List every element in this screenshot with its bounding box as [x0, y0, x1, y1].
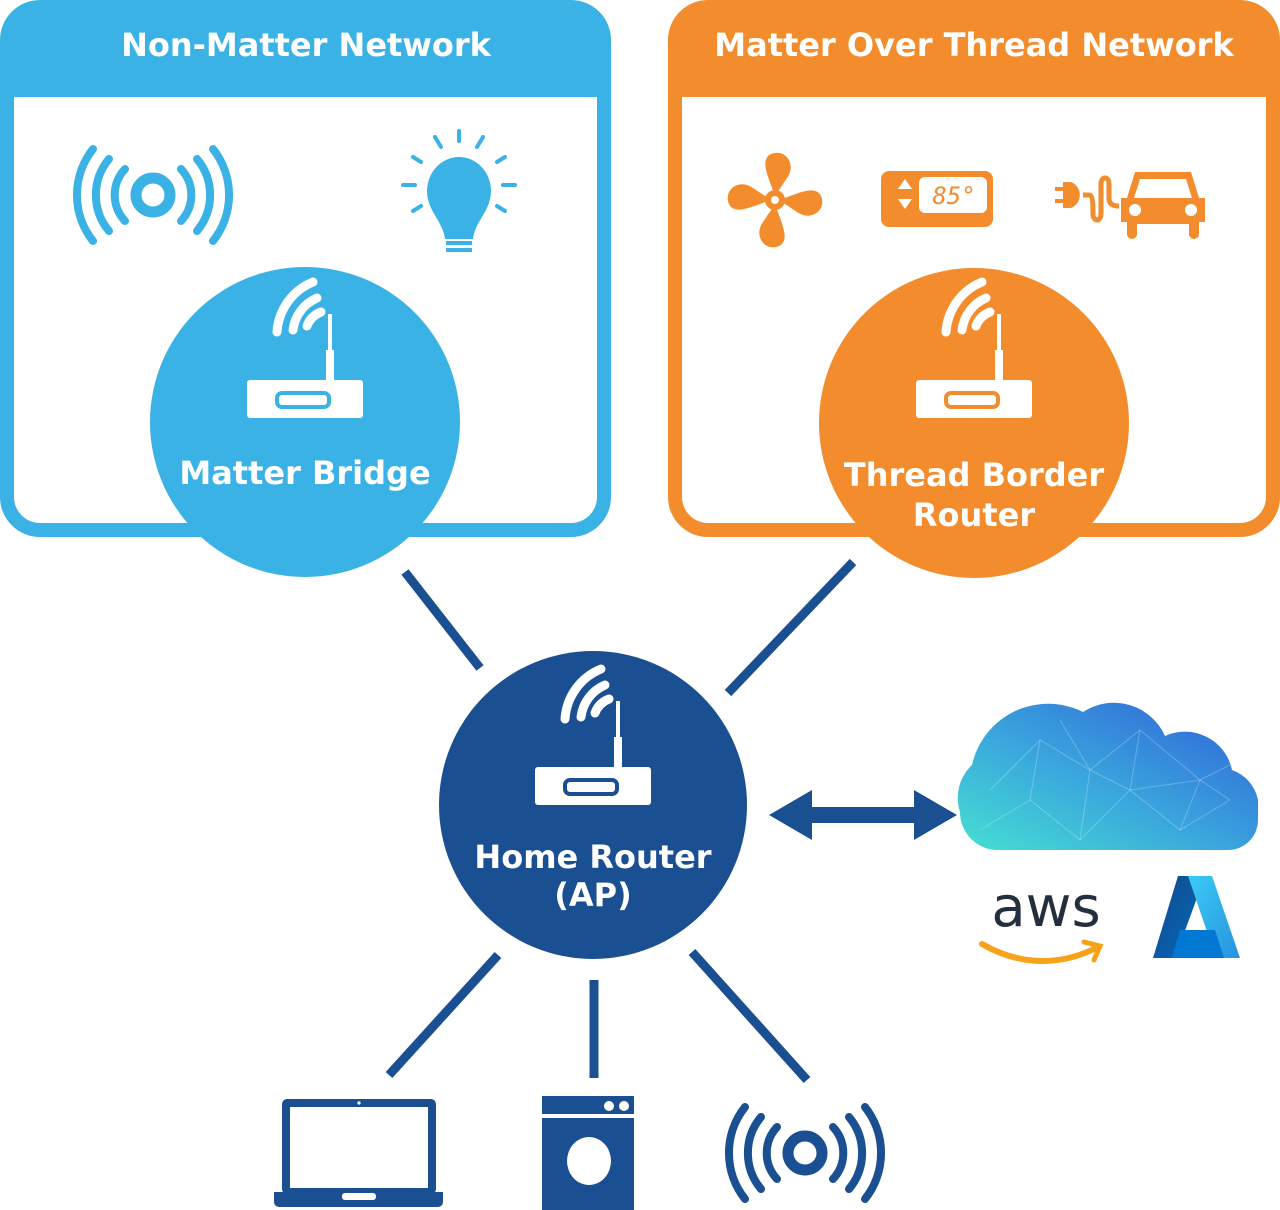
thread-border-router-label-line1: Thread Border	[844, 456, 1105, 494]
ev-charger-icon	[1055, 172, 1205, 239]
link-bridge-to-home-router	[401, 569, 484, 671]
matter-bridge-hub: Matter Bridge	[150, 267, 460, 577]
home-router-label-line2: (AP)	[554, 876, 631, 914]
thermostat-reading: 85°	[932, 182, 975, 210]
home-router-label-line1: Home Router	[474, 838, 711, 876]
matter-bridge-circle	[150, 267, 460, 577]
thread-network-title: Matter Over Thread Network	[714, 26, 1234, 64]
azure-logo-icon	[1153, 876, 1240, 958]
non-matter-network-panel: Non-Matter Network	[0, 0, 611, 577]
connection-lines	[385, 558, 857, 1084]
matter-bridge-label: Matter Bridge	[179, 454, 430, 492]
link-thread-router-to-home-router	[724, 558, 857, 697]
router-icon	[247, 282, 363, 418]
non-matter-network-title: Non-Matter Network	[121, 26, 492, 64]
washing-machine-icon	[542, 1096, 634, 1210]
aws-logo-text: aws	[991, 875, 1100, 940]
wireless-sensor-icon	[729, 1107, 881, 1199]
light-bulb-icon	[401, 129, 517, 252]
bidirectional-arrow-icon	[769, 790, 957, 840]
fan-icon	[727, 152, 823, 248]
cloud-icon	[957, 702, 1258, 851]
router-icon	[535, 669, 651, 805]
home-router-hub: Home Router (AP)	[439, 651, 747, 959]
thread-border-router-circle	[819, 268, 1129, 578]
router-icon	[916, 282, 1032, 418]
aws-logo-icon: aws	[979, 875, 1104, 964]
link-home-router-to-sensor	[688, 948, 811, 1084]
thread-border-router-label-line2: Router	[913, 496, 1035, 534]
laptop-icon	[274, 1099, 443, 1207]
link-home-router-to-laptop	[385, 951, 502, 1079]
thread-border-router-hub: Thread Border Router	[819, 268, 1129, 578]
thermostat-icon: 85°	[881, 171, 993, 227]
thread-network-panel: Matter Over Thread Network 85°	[668, 0, 1280, 578]
